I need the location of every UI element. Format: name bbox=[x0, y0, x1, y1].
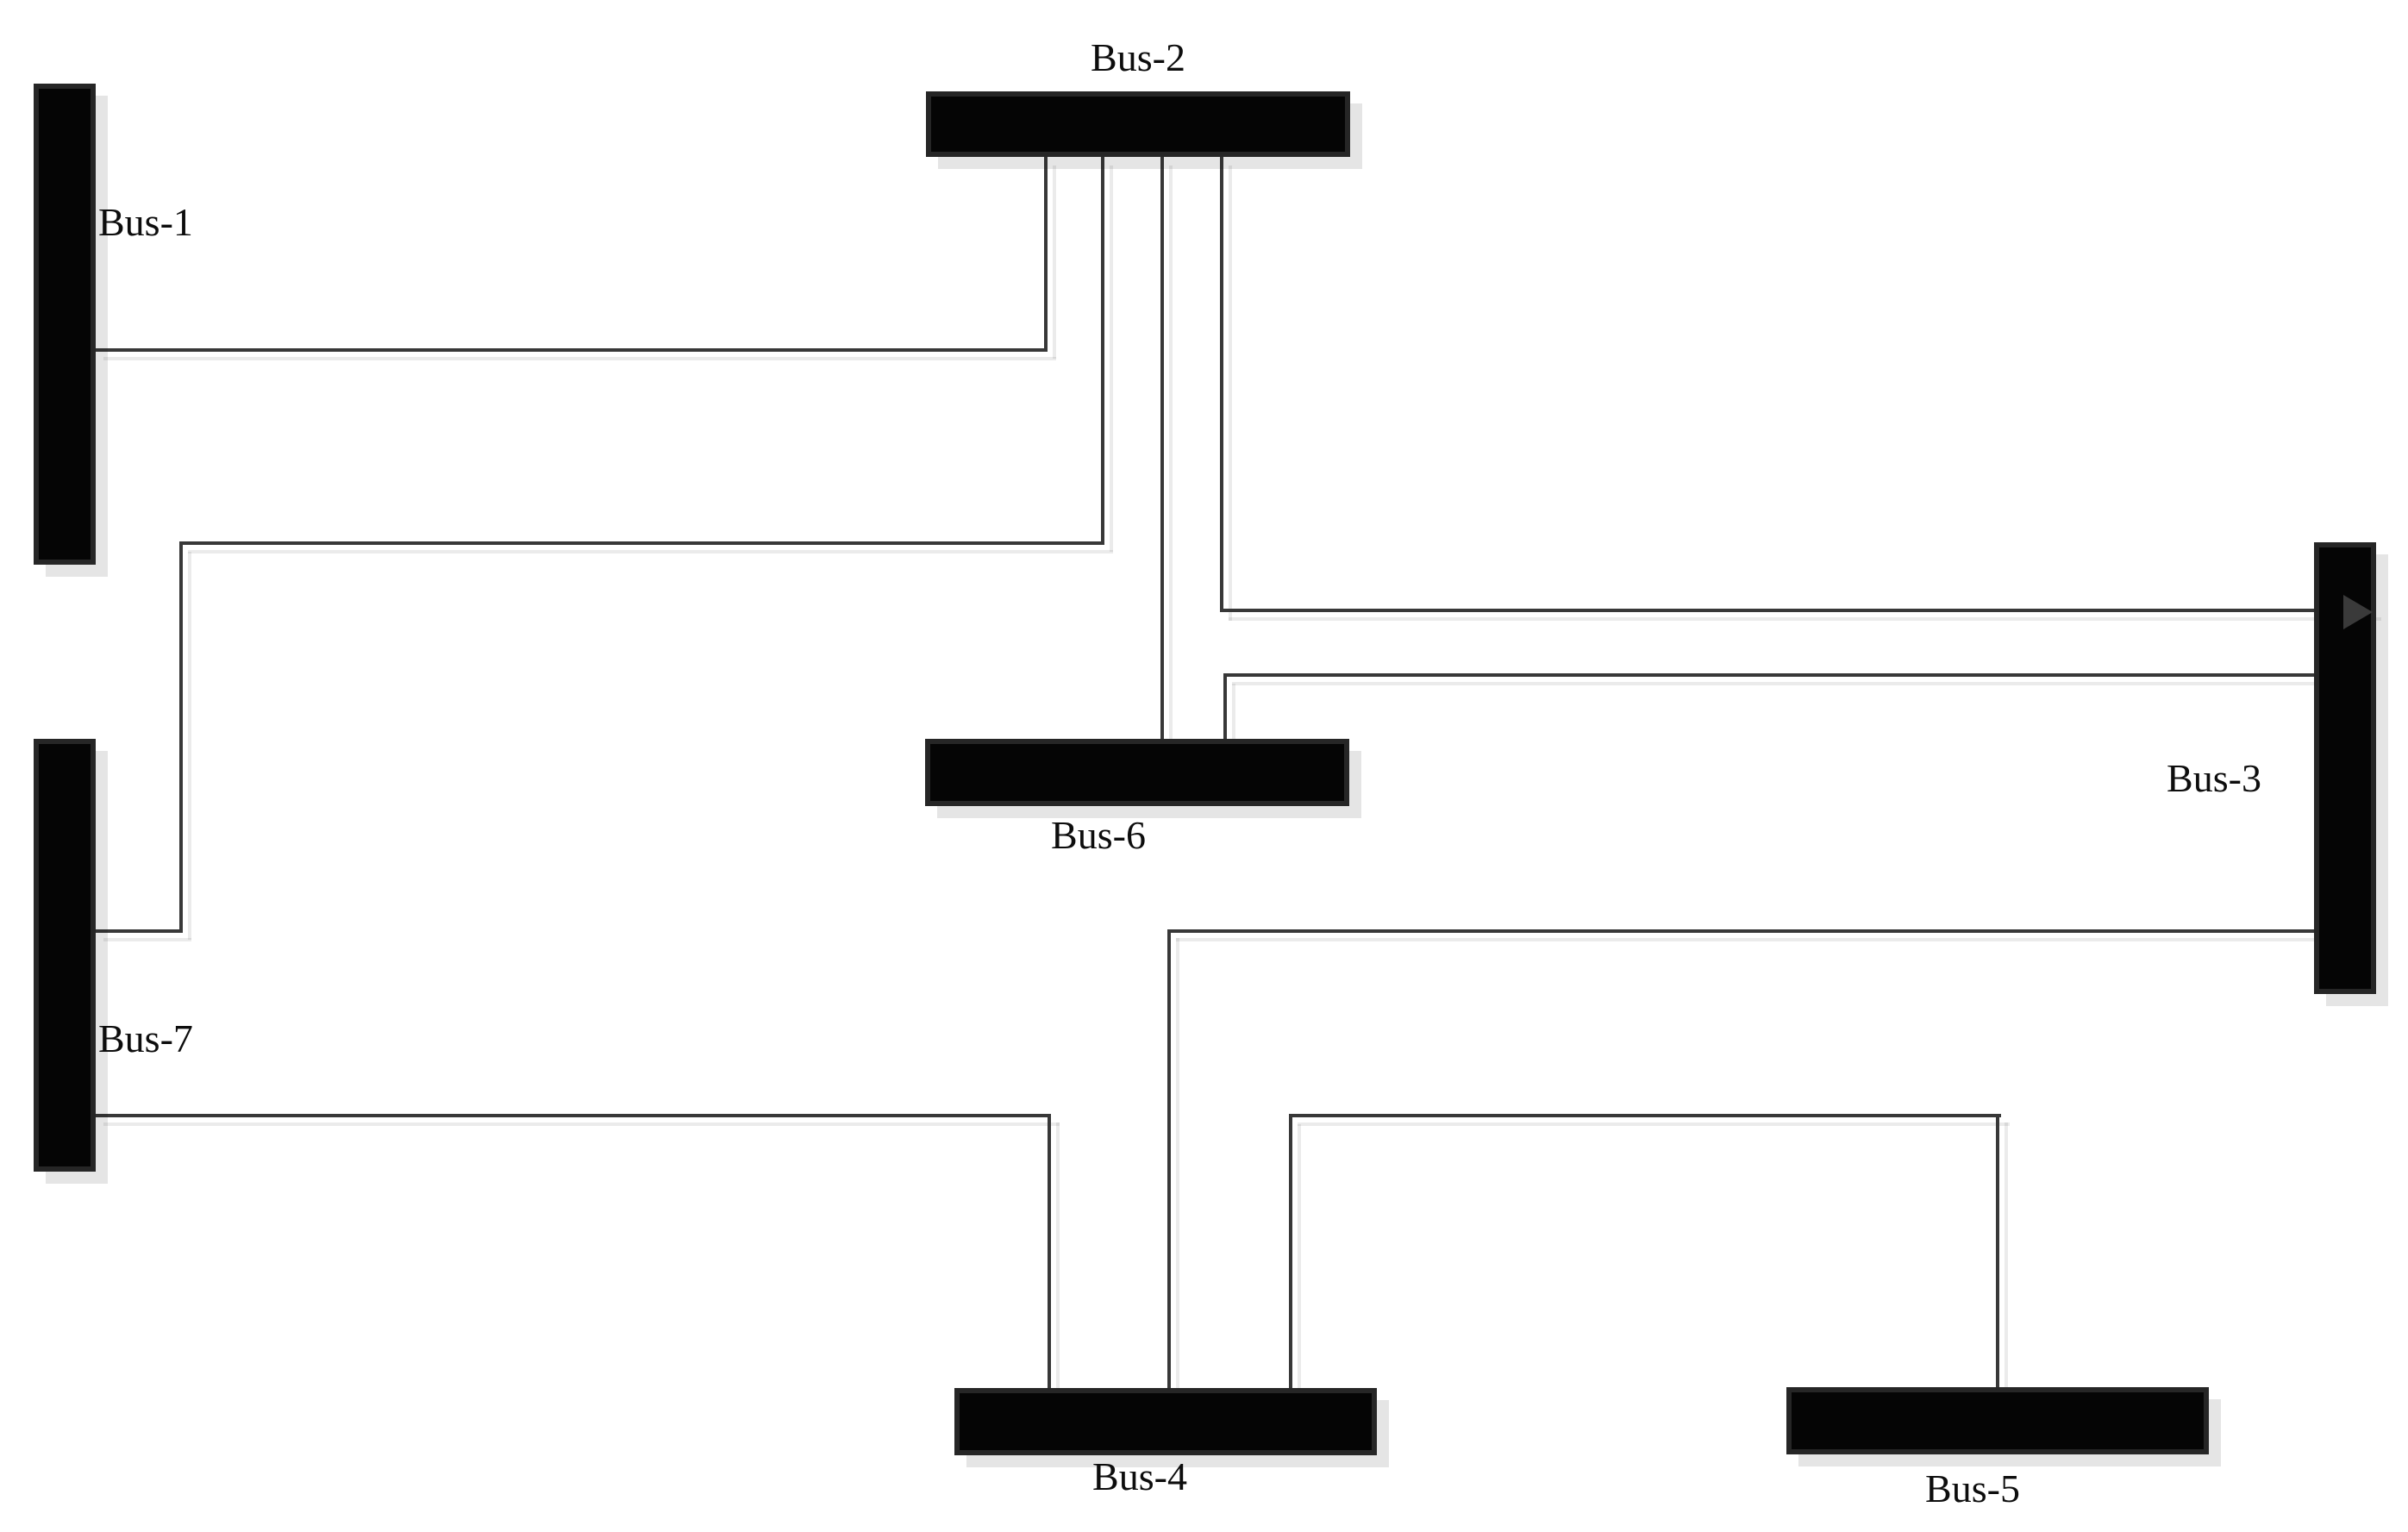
bus-1-bar bbox=[34, 84, 96, 565]
line-bus4-bus5-segment-1 bbox=[1289, 1116, 1292, 1388]
bus-2-label: Bus-2 bbox=[1091, 35, 1185, 79]
bus-6-label: Bus-6 bbox=[1051, 813, 1146, 857]
line-bus7-bus2-segment-1 bbox=[95, 929, 183, 933]
line-bus1-bus2-segment-2 bbox=[1044, 157, 1048, 350]
line-bus2-bus6-segment-1 bbox=[1160, 157, 1164, 739]
line-bus6-bus3-segment-1 bbox=[1223, 675, 1227, 739]
bus-2-bar bbox=[926, 91, 1350, 157]
bus-5-label: Bus-5 bbox=[1925, 1466, 2020, 1510]
line-bus7-bus4-segment-2 bbox=[1048, 1114, 1051, 1388]
line-bus2-bus3-segment-1 bbox=[1220, 157, 1223, 612]
bus-4-label: Bus-4 bbox=[1092, 1454, 1187, 1498]
line-bus1-bus2-segment-1 bbox=[95, 348, 1048, 352]
line-bus3-bus4-segment-1 bbox=[1167, 929, 2314, 933]
line-bus7-bus2-segment-2 bbox=[179, 543, 183, 931]
line-bus2-bus3-arrowhead-icon bbox=[2343, 595, 2373, 629]
bus-4-bar bbox=[954, 1388, 1377, 1455]
line-bus4-bus5-segment-2 bbox=[1289, 1114, 2001, 1117]
line-bus7-bus2-segment-3 bbox=[179, 541, 1104, 545]
bus-5-bar bbox=[1786, 1387, 2209, 1454]
line-bus4-bus5-segment-3 bbox=[1996, 1114, 1999, 1387]
line-bus6-bus3-segment-2 bbox=[1223, 673, 2314, 677]
line-bus7-bus2-segment-4 bbox=[1101, 157, 1104, 543]
bus-7-label: Bus-7 bbox=[98, 1016, 193, 1060]
bus-7-bar bbox=[34, 739, 96, 1172]
line-bus3-bus4-segment-2 bbox=[1167, 929, 1171, 1388]
line-bus7-bus4-segment-1 bbox=[95, 1114, 1051, 1117]
bus-6-bar bbox=[925, 739, 1349, 806]
bus-1-label: Bus-1 bbox=[98, 200, 193, 244]
line-bus2-bus3-segment-2 bbox=[1220, 609, 2373, 612]
bus-3-label: Bus-3 bbox=[2167, 756, 2261, 800]
